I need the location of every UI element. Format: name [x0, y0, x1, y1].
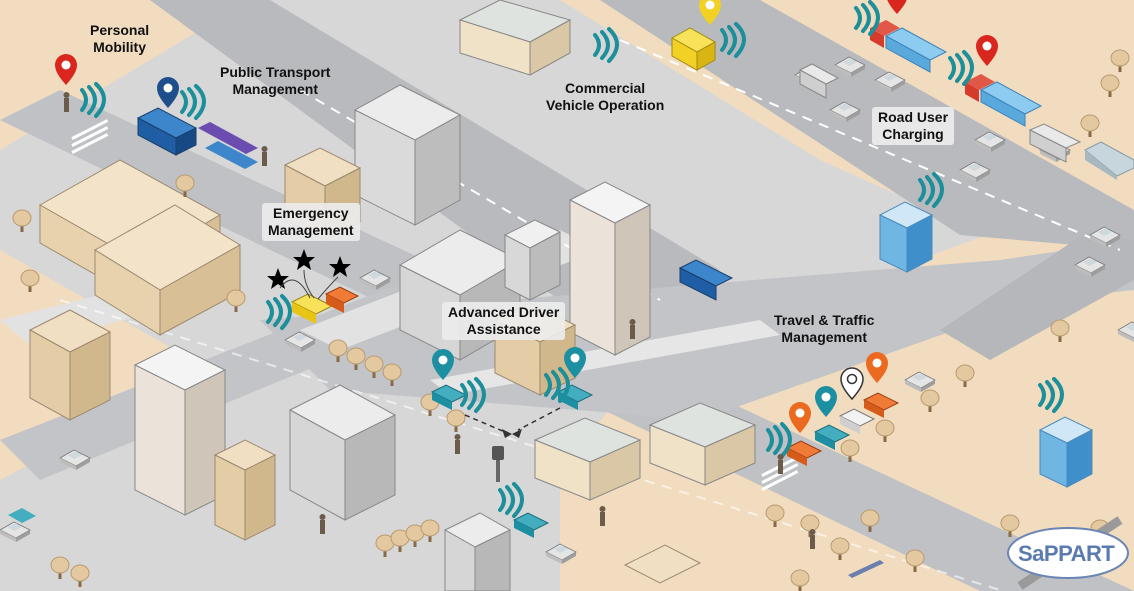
office-tower-grey	[353, 84, 462, 226]
label-commercial-vehicle: Commercial Vehicle Operation	[546, 80, 665, 113]
pedestrians	[63, 92, 816, 549]
traffic-light	[492, 446, 504, 482]
low-buildings	[533, 402, 757, 501]
label-advanced-driver-assistance: Advanced Driver Assistance	[442, 302, 566, 340]
sappart-logo: SaPPART	[1018, 541, 1115, 566]
office-block-bottom	[213, 384, 397, 541]
label-road-user-charging: Road User Charging	[872, 107, 955, 145]
bench	[848, 560, 884, 578]
tall-tower-center	[503, 181, 652, 356]
hospital-building	[38, 159, 241, 336]
emergency-cars	[290, 286, 360, 324]
blue-tower-right	[878, 201, 1094, 488]
delivery-van	[670, 27, 717, 71]
tall-tower-left	[133, 344, 227, 516]
adas-arrows	[464, 407, 561, 433]
depot-building	[458, 0, 572, 76]
logo-ellipse	[1007, 527, 1129, 579]
tan-building-left	[28, 309, 112, 421]
small-buildings-bottom	[443, 512, 702, 591]
traffic-cars	[785, 392, 900, 466]
label-emergency-management: Emergency Management	[262, 203, 360, 241]
tram-stop	[198, 122, 258, 169]
label-travel-traffic-management: Travel & Traffic Management	[774, 312, 875, 345]
bus-center	[678, 259, 734, 301]
buses-grey	[798, 63, 1082, 163]
trucks	[870, 20, 1134, 180]
bus-public-transport	[136, 107, 198, 156]
label-personal-mobility: Personal Mobility	[90, 22, 150, 55]
label-public-transport: Public Transport Management	[220, 64, 331, 97]
